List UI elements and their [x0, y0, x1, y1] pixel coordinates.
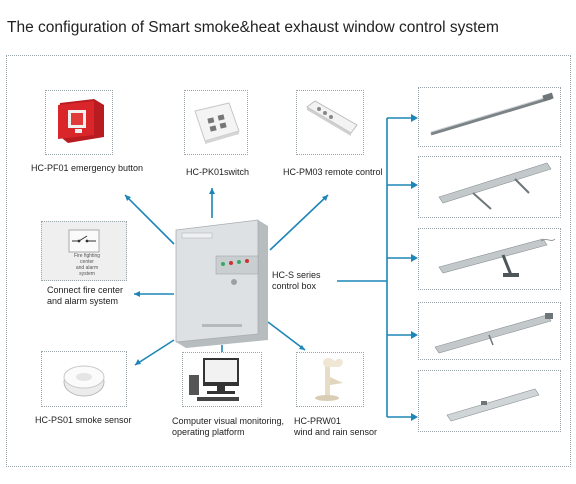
monitoring-label: Computer visual monitoring, operating pl… [172, 416, 285, 437]
link-smoke [134, 339, 175, 366]
emergency-button-icon [58, 99, 104, 143]
linear-actuator-icon [438, 162, 552, 210]
link-remote [269, 194, 329, 251]
switch-label: HC-PK01switch [186, 167, 250, 177]
fire-center-thumb: Fire fighting center and alarm system [41, 221, 127, 281]
link-wind [267, 321, 306, 351]
computer-icon [189, 358, 239, 401]
fire-center-label: Connect fire center and alarm system [47, 285, 124, 306]
chain-actuator-icon [430, 92, 554, 136]
fire-center-icon [68, 229, 100, 253]
control-box-icon [175, 219, 268, 348]
link-emergency [124, 194, 175, 245]
rod-actuator-icon [434, 313, 553, 354]
smoke-sensor-thumb [41, 351, 127, 407]
page-title: The configuration of Smart smoke&heat ex… [7, 19, 499, 36]
actuator-linear-thumb [418, 156, 561, 218]
remote-control-label: HC-PM03 remote control [283, 167, 383, 177]
scissor-actuator-icon [438, 238, 556, 277]
diagram-frame [6, 55, 571, 467]
emergency-button-label: HC-PF01 emergency button [31, 163, 144, 173]
wind-sensor-label: HC-PRW01 wind and rain sensor [294, 416, 378, 437]
actuator-scissor-thumb [418, 228, 561, 290]
emergency-button-thumb [45, 90, 113, 155]
wind-sensor-thumb [296, 352, 364, 407]
smoke-sensor-icon [63, 365, 105, 397]
actuator-rod-thumb [418, 302, 561, 360]
fire-panel-text: Fire fighting center and alarm system [73, 253, 101, 277]
wind-sensor-icon [315, 358, 343, 401]
switch-thumb [184, 90, 248, 155]
window-actuator-icon [446, 388, 540, 422]
actuator-chain-thumb [418, 87, 561, 147]
actuator-window-thumb [418, 370, 561, 432]
remote-control-thumb [296, 90, 364, 155]
smoke-sensor-label: HC-PS01 smoke sensor [35, 415, 132, 425]
remote-control-icon [306, 100, 358, 136]
switch-icon [194, 102, 240, 144]
control-box-label: HC-S series control box [272, 270, 321, 291]
computer-thumb [182, 352, 262, 407]
